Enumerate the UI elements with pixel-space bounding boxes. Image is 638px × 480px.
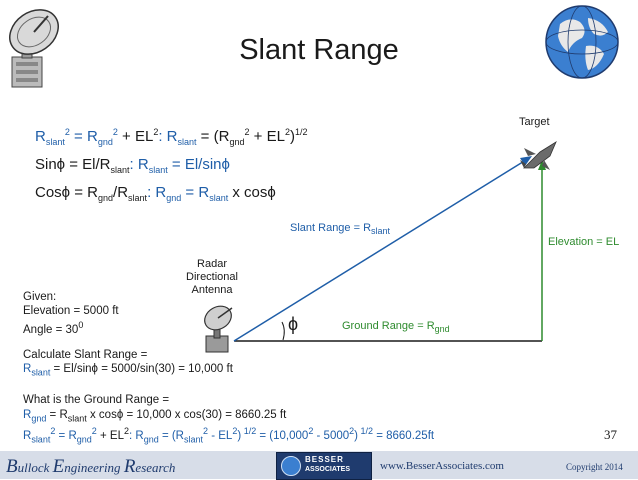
ground-result: Rgnd = Rslant x cosϕ = 10,000 x cos(30) … [23,409,287,424]
slant-range-label: Slant Range = Rslant [290,222,391,237]
slant-range-line [233,159,527,342]
globe-icon [545,5,619,79]
page-title: Slant Range [239,34,399,66]
given-heading: Given: [23,291,57,303]
formula-slant-squared: Rslant2 = Rgnd2 + EL2: Rslant = (Rgnd2 +… [35,127,308,147]
angle-arc [281,321,285,341]
full-equation: Rslant2 = Rgnd2 + EL2: Rgnd = (Rslant2 -… [23,426,435,445]
given-angle: Angle = 300 [23,320,84,336]
ground-range-label: Ground Range = Rgnd [342,320,450,335]
ground-question: What is the Ground Range = [23,394,170,406]
formula-sine: Sinϕ = El/Rslant: Rslant = El/sinϕ [35,156,230,175]
satellite-dish-icon [9,9,59,88]
target-label: Target [519,116,550,128]
elevation-arrowhead [538,160,546,170]
besser-logo-icon: BESSER ASSOCIATES [276,452,372,480]
radar-antenna-icon [204,305,233,353]
radar-label: Radar Directional Antenna [186,258,238,296]
page-number: 37 [604,427,617,442]
slant-result: Rslant = El/sinϕ = 5000/sin(30) = 10,000… [23,363,233,378]
elevation-label: Elevation = EL [548,236,620,248]
formula-cosine: Cosϕ = Rgnd/Rslant: Rgnd = Rslant x cosϕ [35,184,276,203]
calc-slant-heading: Calculate Slant Range = [23,349,148,361]
jet-aircraft-icon [520,140,557,170]
website-link[interactable]: www.BesserAssociates.com [380,460,504,472]
copyright-text: Copyright 2014 [566,462,623,472]
angle-phi-symbol: ϕ [288,314,299,334]
given-elevation: Elevation = 5000 ft [23,305,119,317]
slant-arrowhead [520,156,532,166]
footer-company-name: Bullock Engineering Research [6,456,176,477]
